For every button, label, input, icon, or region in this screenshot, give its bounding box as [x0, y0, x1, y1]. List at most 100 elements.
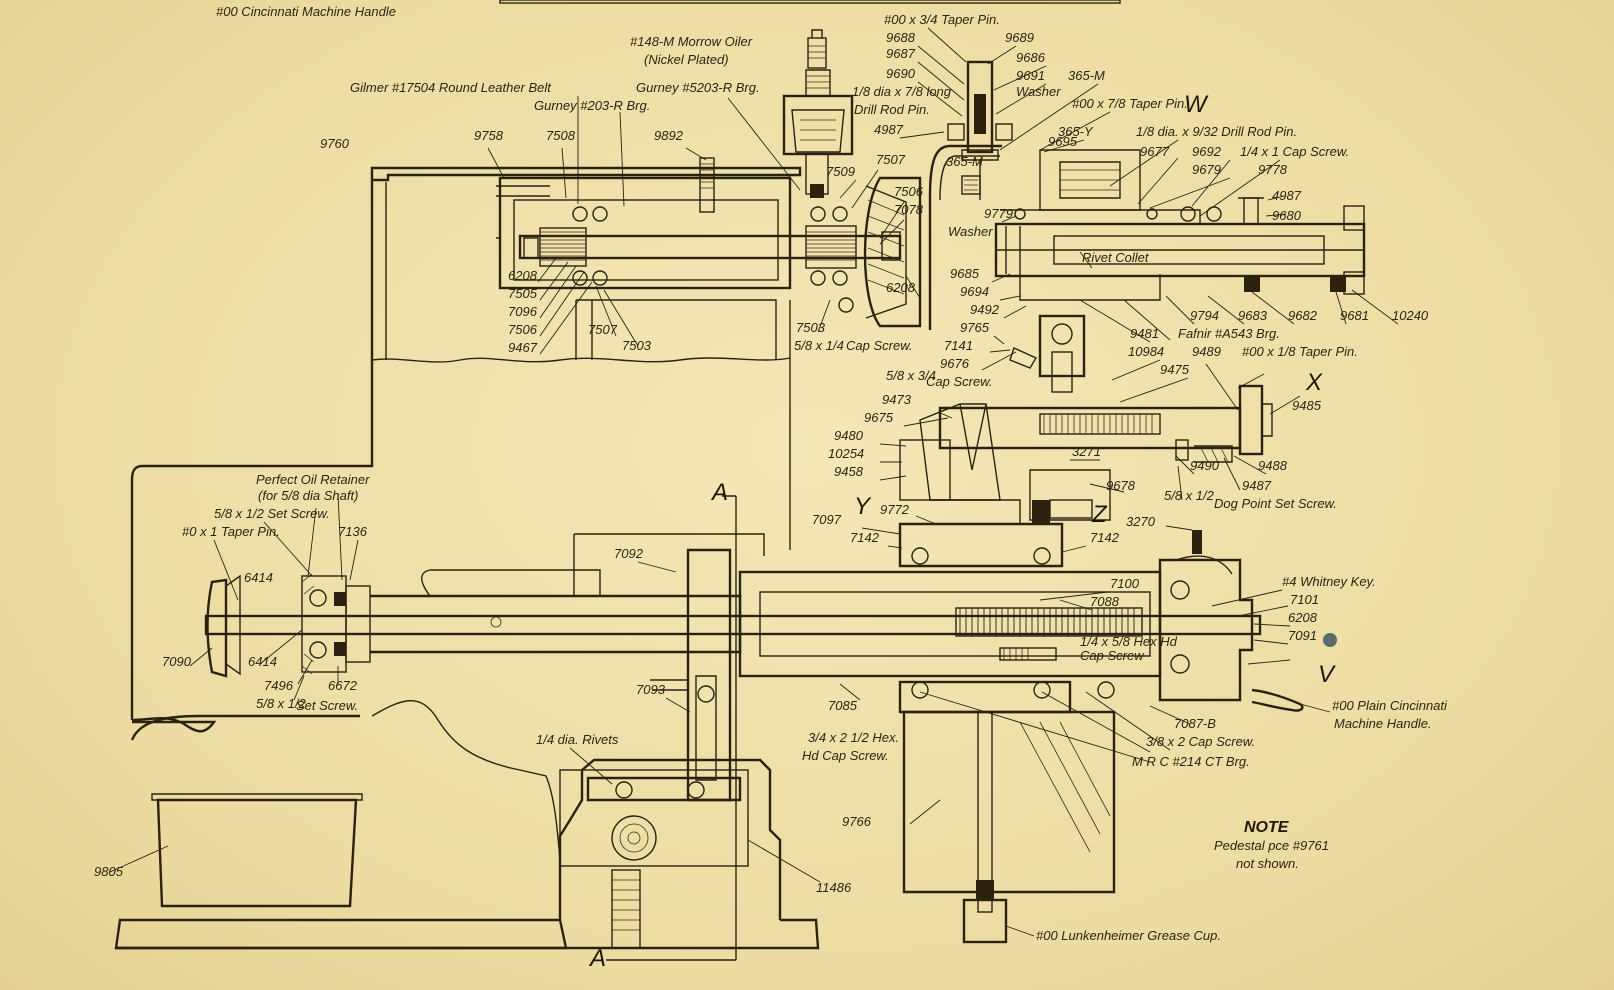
part-label: 10984	[1128, 344, 1164, 359]
part-label: #00 Cincinnati Machine Handle	[216, 4, 396, 19]
grease-housing	[902, 710, 1116, 944]
part-label: 9689	[1005, 30, 1034, 45]
part-label: (Nickel Plated)	[644, 52, 729, 67]
part-label: 9687	[886, 46, 916, 61]
part-label: 9467	[508, 340, 538, 355]
part-label: 7506	[894, 184, 924, 199]
part-label: Machine Handle.	[1334, 716, 1432, 731]
part-label: 6672	[328, 678, 358, 693]
part-label: 5/8 x 1/2	[256, 696, 307, 711]
part-label: 6208	[1288, 610, 1318, 625]
part-label: 9779	[984, 206, 1013, 221]
main-shaft	[204, 530, 1337, 714]
part-label: Hd Cap Screw.	[802, 748, 889, 763]
part-label: 9480	[834, 428, 864, 443]
part-label: 7088	[1090, 594, 1120, 609]
part-label: Pedestal pce #9761	[1214, 838, 1329, 853]
section-letter: X	[1305, 369, 1323, 396]
part-label: 365-M	[946, 154, 983, 169]
part-label: #148-M Morrow Oiler	[630, 34, 753, 49]
part-label: 9681	[1340, 308, 1369, 323]
part-label: 9760	[320, 136, 350, 151]
part-label: 9485	[1292, 398, 1322, 413]
section-letter: A	[588, 945, 606, 972]
part-label: #00 x 7/8 Taper Pin.	[1072, 96, 1188, 111]
part-label: 3/4 x 2 1/2 Hex.	[808, 730, 899, 745]
part-label: 9675	[864, 410, 894, 425]
part-label: 9695	[1048, 134, 1078, 149]
part-label: 7503	[622, 338, 652, 353]
part-label: 3271	[1072, 444, 1101, 459]
part-label: 7093	[636, 682, 666, 697]
part-label: 5/8 x 3/4	[886, 368, 936, 383]
part-label: 1/4 dia. Rivets	[536, 732, 619, 747]
part-label: 9758	[474, 128, 504, 143]
part-label: Rivet Collet	[1082, 250, 1150, 265]
part-label: 5/8 x 1/2 Set Screw.	[214, 506, 330, 521]
part-label: Washer	[948, 224, 993, 239]
part-label: Set Screw.	[296, 698, 358, 713]
part-label: Gurney #203-R Brg.	[534, 98, 650, 113]
oiler	[782, 29, 854, 198]
part-label: 7141	[944, 338, 973, 353]
part-label: 7507	[588, 322, 618, 337]
part-label: 7100	[1110, 576, 1140, 591]
section-letter: W	[1184, 91, 1209, 118]
part-label: 9805	[94, 864, 124, 879]
part-label: 7096	[508, 304, 538, 319]
part-label: 9680	[1272, 208, 1302, 223]
part-label: 9677	[1140, 144, 1170, 159]
part-label: 7091	[1288, 628, 1317, 643]
part-label: 365-M	[1068, 68, 1105, 83]
part-label: 6208	[508, 268, 538, 283]
part-label: Washer	[1016, 84, 1061, 99]
part-label: 9679	[1192, 162, 1221, 177]
part-label: 9458	[834, 464, 864, 479]
part-label: 9765	[960, 320, 990, 335]
part-label: 9686	[1016, 50, 1046, 65]
part-label: #4 Whitney Key.	[1282, 574, 1376, 589]
collet-spindle	[994, 149, 1366, 301]
part-label: 9481	[1130, 326, 1159, 341]
part-label: not shown.	[1236, 856, 1299, 871]
part-label: Cap Screw.	[846, 338, 912, 353]
part-label: 9772	[880, 502, 910, 517]
part-label: Dog Point Set Screw.	[1214, 496, 1337, 511]
part-label: 7090	[162, 654, 192, 669]
leader-lines	[109, 27, 1399, 937]
part-label: 3270	[1126, 514, 1156, 529]
part-label: (for 5/8 dia Shaft)	[258, 488, 358, 503]
part-label: 10254	[828, 446, 864, 461]
part-label: 9676	[940, 356, 970, 371]
part-label: 7142	[1090, 530, 1120, 545]
part-label: 7507	[876, 152, 906, 167]
part-label: 6414	[248, 654, 277, 669]
pin-assembly	[947, 60, 1013, 200]
feed-lever	[573, 495, 765, 961]
part-label: 7136	[338, 524, 368, 539]
part-label: 7142	[850, 530, 880, 545]
part-label: 9682	[1288, 308, 1318, 323]
part-label: 7085	[828, 698, 858, 713]
section-letter: Z	[1091, 501, 1108, 528]
note-block: NOTE	[1244, 819, 1290, 836]
part-label: 7508	[546, 128, 576, 143]
part-label: 4987	[874, 122, 904, 137]
gear-housing	[898, 499, 1064, 568]
part-label: 1/4 x 1 Cap Screw.	[1240, 144, 1349, 159]
part-label: 365-Y	[1058, 124, 1094, 139]
section-letter: Y	[854, 493, 872, 520]
machine-frame	[114, 166, 820, 950]
part-label: #00 x 3/4 Taper Pin.	[884, 12, 1000, 27]
belt-guard	[928, 144, 1002, 197]
part-label: M R C #214 CT Brg.	[1132, 754, 1250, 769]
part-label: Gurney #5203-R Brg.	[636, 80, 760, 95]
part-label: 9794	[1190, 308, 1219, 323]
note-title: NOTE	[1244, 819, 1290, 836]
part-label: 4987	[1272, 188, 1302, 203]
part-label: 9692	[1192, 144, 1222, 159]
part-label: 7509	[826, 164, 855, 179]
part-label: Drill Rod Pin.	[854, 102, 930, 117]
